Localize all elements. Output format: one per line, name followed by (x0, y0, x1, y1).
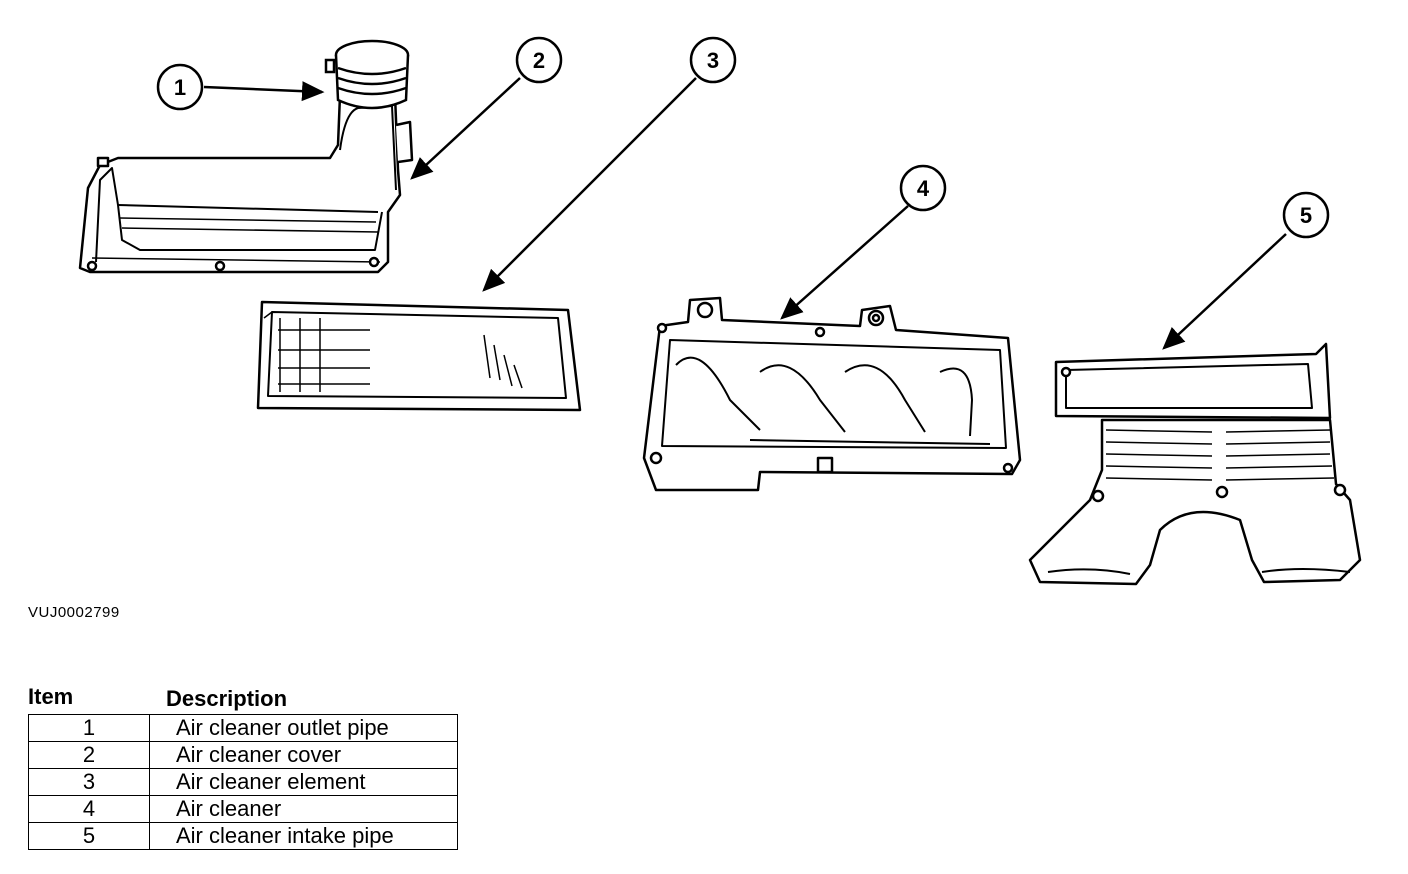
callout-leaders (203, 77, 1287, 350)
legend-item-number: 5 (28, 822, 150, 850)
legend-item-description: Air cleaner outlet pipe (149, 714, 458, 742)
legend-rows: 1 Air cleaner outlet pipe 2 Air cleaner … (28, 714, 458, 850)
svg-text:1: 1 (174, 75, 186, 100)
table-row: 3 Air cleaner element (28, 768, 458, 796)
table-row: 4 Air cleaner (28, 795, 458, 823)
legend-header: Item Description (26, 684, 458, 714)
outlet-pipe-neck (324, 39, 410, 110)
svg-text:4: 4 (917, 176, 930, 201)
legend-item-number: 4 (28, 795, 150, 823)
table-row: 1 Air cleaner outlet pipe (28, 714, 458, 742)
legend-item-description: Air cleaner element (149, 768, 458, 796)
legend-item-number: 3 (28, 768, 150, 796)
legend-table: Item Description 1 Air cleaner outlet pi… (26, 684, 458, 850)
legend-item-description: Air cleaner (149, 795, 458, 823)
air-cleaner-intake-pipe-part (1028, 342, 1362, 586)
callout-2: 2 (515, 36, 563, 84)
figure-id: VUJ0002799 (28, 604, 120, 621)
svg-text:3: 3 (707, 48, 719, 73)
air-cleaner-element-part (256, 300, 582, 412)
legend-header-description: Description (166, 686, 288, 711)
table-row: 2 Air cleaner cover (28, 741, 458, 769)
svg-text:2: 2 (533, 48, 545, 73)
exploded-view-diagram: 1 2 3 4 5 (78, 36, 1362, 586)
air-cleaner-cover-part (78, 93, 414, 274)
legend-item-number: 1 (28, 714, 150, 742)
callout-4: 4 (899, 164, 947, 212)
air-cleaner-part (642, 296, 1022, 492)
svg-text:5: 5 (1300, 203, 1312, 228)
callout-1: 1 (156, 63, 204, 111)
callout-3: 3 (689, 36, 737, 84)
table-row: 5 Air cleaner intake pipe (28, 822, 458, 850)
callout-5: 5 (1282, 191, 1330, 239)
legend-item-description: Air cleaner cover (149, 741, 458, 769)
legend-item-number: 2 (28, 741, 150, 769)
legend-item-description: Air cleaner intake pipe (149, 822, 458, 850)
legend-header-item: Item (28, 684, 74, 709)
